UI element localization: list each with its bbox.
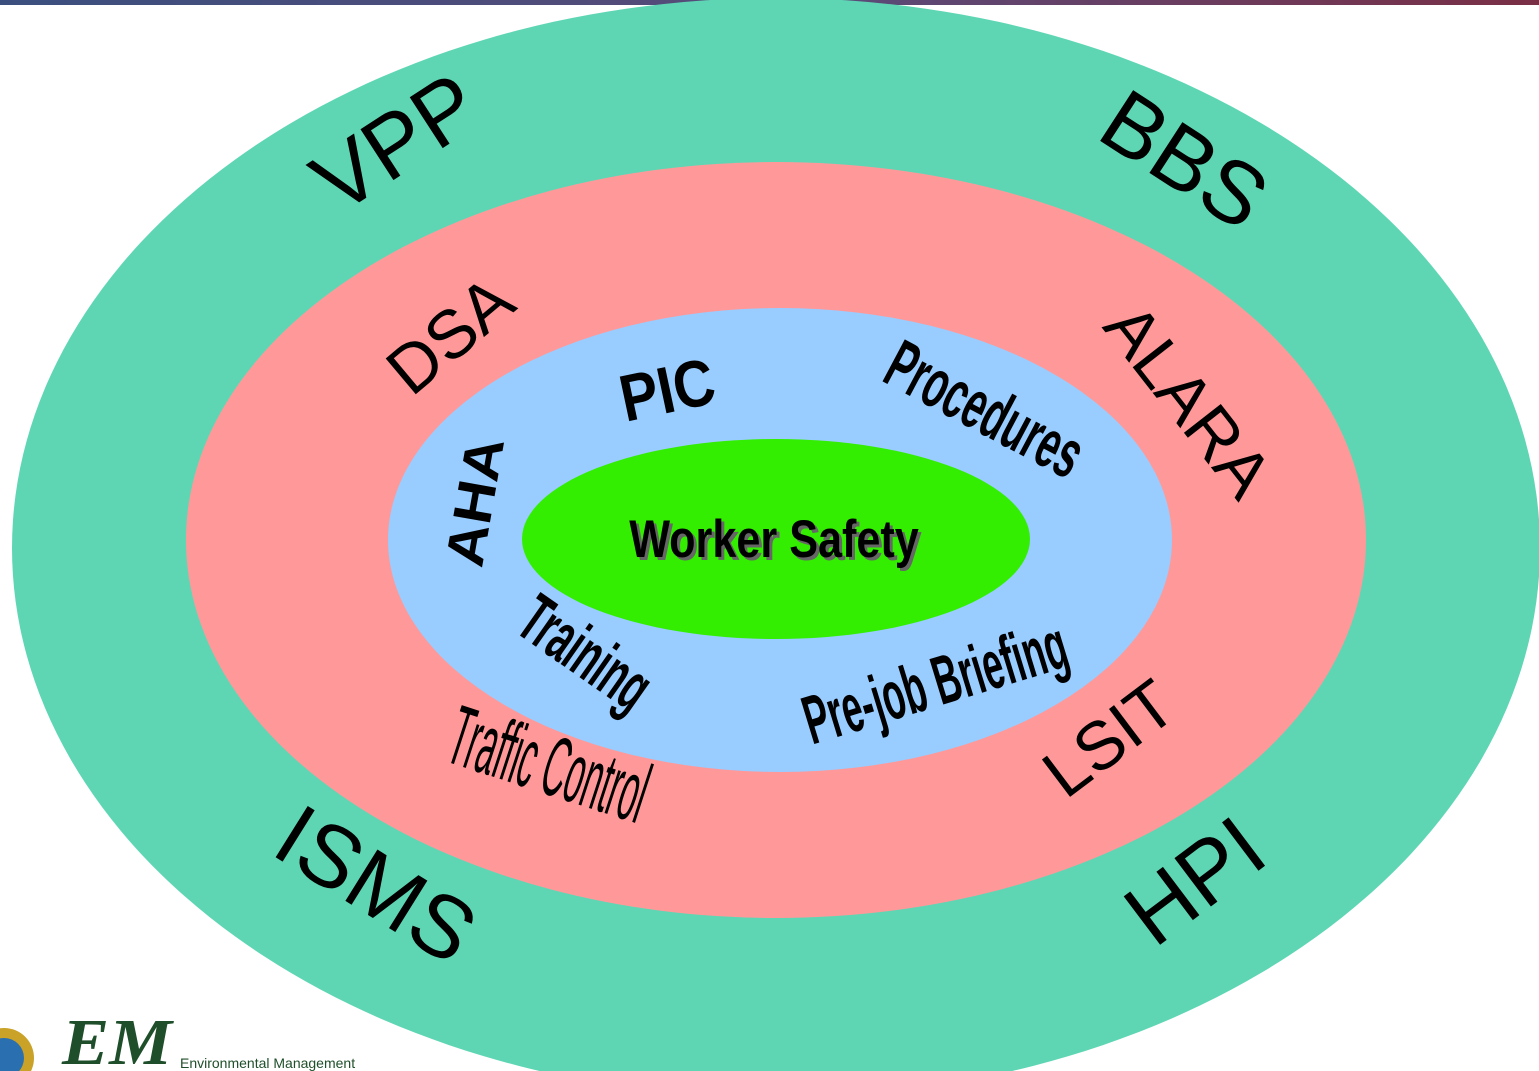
em-logo-subtitle: Environmental Management — [180, 1055, 355, 1071]
doe-seal-inner-icon — [0, 1038, 24, 1071]
core-label: Worker Safety — [629, 510, 919, 569]
core-label-shadow: Worker Safety — [632, 513, 922, 572]
core-ellipse — [522, 439, 1030, 639]
em-logo-letters: EM — [61, 1006, 175, 1071]
em-logo: EM Environmental Management — [0, 1006, 355, 1071]
